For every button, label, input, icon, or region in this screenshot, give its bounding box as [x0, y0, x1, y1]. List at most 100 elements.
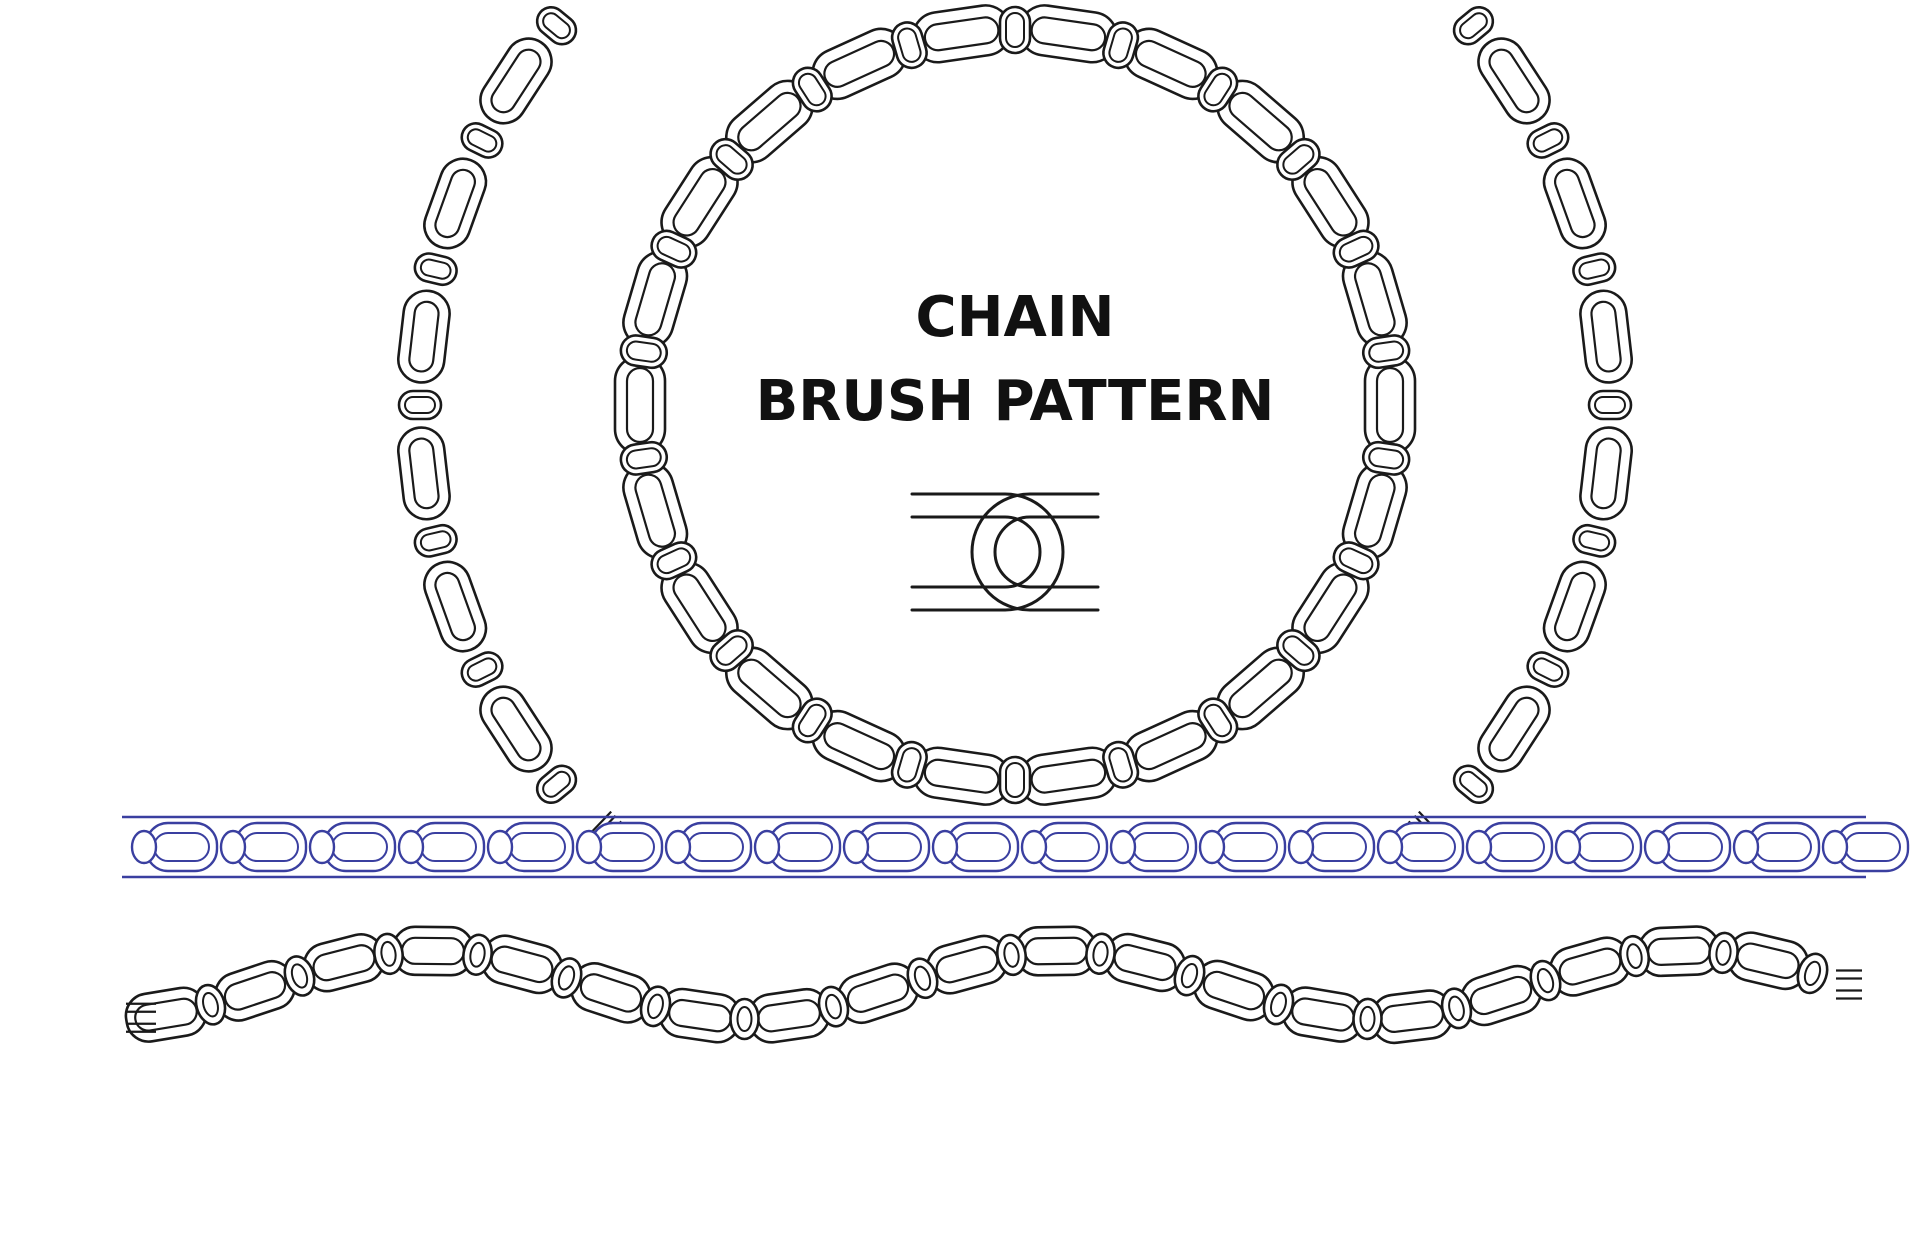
- chain-connector: [1332, 229, 1380, 269]
- chain-wavy: [124, 925, 1862, 1045]
- chain-connector: [1526, 122, 1570, 159]
- chain-connector: [550, 957, 583, 999]
- chain-link: [931, 821, 1020, 873]
- chain-link: [1376, 821, 1465, 873]
- chain-connector: [1102, 21, 1140, 70]
- chain-link: [842, 821, 931, 873]
- chain-link: [1287, 821, 1376, 873]
- chain-connector: [998, 5, 1032, 55]
- chain-link: [1542, 157, 1607, 250]
- chain-connector: [1173, 954, 1206, 997]
- chain-connector: [397, 389, 443, 421]
- chain-connector: [1587, 389, 1633, 421]
- chain-link: [1637, 925, 1721, 978]
- chain-connector: [791, 697, 833, 744]
- chain-connector: [998, 755, 1032, 805]
- chain-connector: [1529, 959, 1562, 1002]
- chain-arc-right: [1403, 5, 1634, 859]
- chain-link: [486, 821, 575, 873]
- chain-link: [1477, 37, 1551, 125]
- interlocked-link-icon: [910, 492, 1100, 612]
- chain-link: [124, 986, 208, 1043]
- chain-connector: [194, 983, 227, 1026]
- chain-link: [479, 685, 553, 773]
- chain-connector: [413, 252, 458, 287]
- chain-link: [130, 821, 219, 873]
- chain-connector: [462, 933, 493, 976]
- chain-connector: [535, 5, 578, 46]
- chain-connector: [1361, 334, 1411, 370]
- chain-link: [308, 821, 397, 873]
- chain-connector: [1262, 983, 1295, 1026]
- chain-link: [1579, 289, 1634, 384]
- chain-connector: [1332, 541, 1380, 581]
- chain-link: [1020, 821, 1109, 873]
- chain-link: [1018, 746, 1119, 806]
- chain-connector: [373, 932, 404, 976]
- chain-link: [397, 821, 486, 873]
- chain-link: [664, 821, 753, 873]
- chain-connector: [791, 66, 833, 113]
- chain-connector: [650, 541, 698, 581]
- chain-straight-blue: [122, 815, 1910, 879]
- chain-link: [423, 157, 488, 250]
- chain-connector: [460, 651, 504, 688]
- chain-link: [1198, 821, 1287, 873]
- chain-link: [1103, 932, 1187, 993]
- chain-connector: [1102, 740, 1140, 789]
- chain-connector: [729, 997, 760, 1041]
- chain-link: [1018, 4, 1119, 64]
- chain-link: [479, 37, 553, 125]
- chain-connector: [1276, 629, 1321, 673]
- chain-connector: [709, 137, 754, 181]
- chain-arc-left: [396, 5, 627, 859]
- chain-link: [1643, 821, 1732, 873]
- chain-connector: [709, 629, 754, 673]
- chain-link: [1821, 821, 1910, 873]
- chain-link: [396, 289, 451, 384]
- chain-link: [423, 560, 488, 653]
- chain-ring: [613, 4, 1417, 806]
- chain-link: [1216, 79, 1306, 164]
- chain-link: [1726, 931, 1810, 991]
- chain-connector: [413, 523, 458, 558]
- title-line-chain: CHAIN: [915, 285, 1114, 350]
- chain-connector: [1276, 137, 1321, 181]
- chain-connector: [1618, 934, 1651, 978]
- chain-connector: [1572, 523, 1617, 558]
- chain-link: [1370, 989, 1454, 1045]
- chain-connector: [1708, 931, 1739, 975]
- chain-link: [1014, 925, 1098, 977]
- chain-connector: [1197, 697, 1239, 744]
- chain-link: [1341, 461, 1408, 560]
- chain-link: [219, 821, 308, 873]
- chain-connector: [1796, 952, 1829, 995]
- chain-connector: [619, 440, 669, 476]
- chain-link: [1477, 685, 1551, 773]
- chain-link: [1579, 426, 1634, 521]
- chain-link: [1341, 250, 1408, 349]
- chain-connector: [1197, 66, 1239, 113]
- chain-connector: [1361, 440, 1411, 476]
- chain-link: [660, 155, 739, 249]
- chain-connector: [817, 985, 850, 1028]
- chain-link: [1459, 964, 1543, 1027]
- chain-link: [1109, 821, 1198, 873]
- chain-connector: [890, 21, 928, 70]
- chain-connector: [1085, 932, 1116, 975]
- title-line-brush-pattern: BRUSH PATTERN: [756, 369, 1275, 434]
- chain-connector: [283, 955, 316, 997]
- chain-link: [396, 426, 451, 521]
- chain-connector: [639, 985, 672, 1028]
- chain-link: [391, 925, 475, 977]
- chain-connector: [535, 764, 578, 805]
- chain-connector: [996, 933, 1027, 977]
- chain-link: [1542, 560, 1607, 653]
- chain-connector: [1452, 5, 1495, 46]
- chain-link: [480, 934, 564, 995]
- chain-link: [724, 79, 814, 164]
- chain-connector: [906, 957, 939, 1000]
- chain-connector: [460, 122, 504, 159]
- chain-connector: [619, 334, 669, 370]
